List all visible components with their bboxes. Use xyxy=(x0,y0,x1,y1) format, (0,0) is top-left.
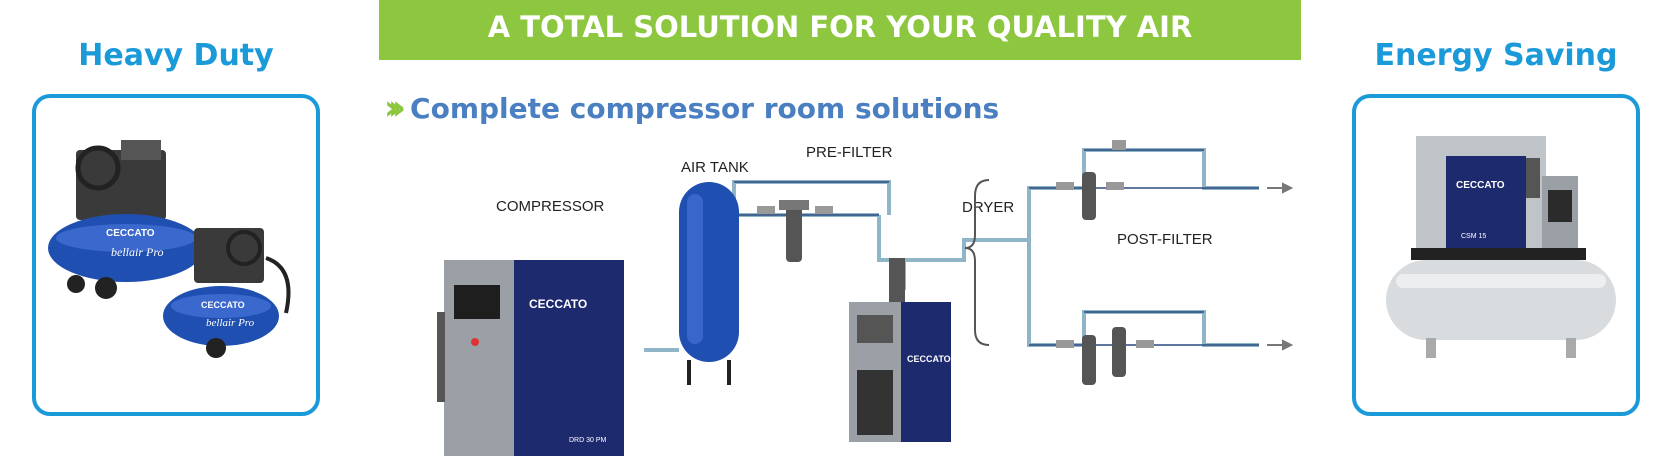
control-panel xyxy=(1526,158,1540,198)
heavy-duty-title: Heavy Duty xyxy=(78,38,274,73)
flywheel-small xyxy=(226,230,262,266)
post-filter-top xyxy=(1056,140,1126,220)
dryer-unit: CECCATO xyxy=(849,258,951,442)
compressor-model: CSM 15 xyxy=(1461,233,1486,240)
process-diagram: COMPRESSOR AIR TANK PRE-FILTER DRYER POS… xyxy=(437,140,1294,456)
label-compressor: COMPRESSOR xyxy=(496,198,605,215)
banner-title: A TOTAL SOLUTION FOR YOUR QUALITY AIR xyxy=(379,0,1301,60)
heavy-duty-compressors-image: CECCATO bellair Pro CECCATO bellair Pro xyxy=(48,140,291,358)
compressor-panel xyxy=(1446,156,1526,248)
subtitle: ››› Complete compressor room solutions xyxy=(384,88,999,128)
handle xyxy=(265,256,291,314)
tank-brand-small: CECCATO xyxy=(201,300,245,310)
compressor-unit-brand: CECCATO xyxy=(529,297,587,311)
compressor-unit-model: DRD 30 PM xyxy=(569,437,607,444)
pre-filter-unit xyxy=(757,200,833,262)
pump-head-large xyxy=(76,150,166,220)
compressor-unit: CECCATO DRD 30 PM xyxy=(437,260,624,456)
tank-model-large: bellair Pro xyxy=(111,245,164,259)
energy-saving-compressor-image: CECCATO CSM 15 xyxy=(1386,136,1616,358)
tank-model-small: bellair Pro xyxy=(206,317,255,329)
energy-saving-title: Energy Saving xyxy=(1374,38,1618,73)
label-post-filter: POST-FILTER xyxy=(1117,231,1213,248)
dryer-brand: CECCATO xyxy=(907,354,951,364)
flywheel-large xyxy=(75,145,121,191)
receiver-tank xyxy=(1386,260,1616,340)
compressor-display xyxy=(454,285,500,319)
label-pre-filter: PRE-FILTER xyxy=(806,144,893,161)
label-dryer: DRYER xyxy=(962,199,1014,216)
branch-bracket xyxy=(964,179,990,346)
air-tank xyxy=(679,182,739,385)
heavy-duty-frame: CECCATO bellair Pro CECCATO bellair Pro xyxy=(32,94,320,416)
post-filter-bottom xyxy=(1056,327,1154,385)
energy-saving-frame: CECCATO CSM 15 xyxy=(1352,94,1640,416)
outlet-arrows xyxy=(1267,182,1294,351)
tank-brand-large: CECCATO xyxy=(106,228,155,239)
emergency-stop xyxy=(471,338,479,346)
label-air-tank: AIR TANK xyxy=(681,159,749,176)
chevrons-icon: ››› xyxy=(384,88,406,128)
subtitle-text: Complete compressor room solutions xyxy=(410,91,1000,125)
compressor-brand: CECCATO xyxy=(1456,180,1505,191)
